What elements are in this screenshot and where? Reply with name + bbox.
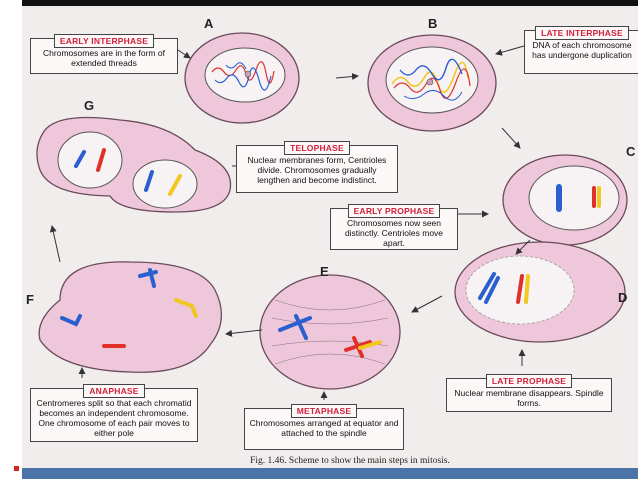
cell-a-early-interphase <box>184 32 300 124</box>
slide-marker <box>14 466 19 471</box>
top-border <box>0 0 638 6</box>
label-telophase-text: Nuclear membranes form, Centrioles divid… <box>247 155 387 185</box>
figure-caption: Fig. 1.46. Scheme to show the main steps… <box>250 456 450 466</box>
label-telophase-title: TELOPHASE <box>284 141 350 155</box>
cell-f-anaphase <box>38 261 222 373</box>
cell-c-early-prophase <box>502 154 628 246</box>
label-early-interphase-text: Chromosomes are in the form of extended … <box>43 48 165 68</box>
stage-letter-d: D <box>618 290 628 305</box>
label-late-prophase-text: Nuclear membrane disappears. Spindle for… <box>454 388 604 408</box>
label-anaphase: ANAPHASE Centromeres split so that each … <box>30 384 198 442</box>
cell-g-telophase <box>36 116 232 213</box>
label-early-prophase-text: Chromosomes now seen distinctly. Centrio… <box>344 218 444 248</box>
left-margin <box>0 0 22 479</box>
label-metaphase-text: Chromosomes arranged at equator and atta… <box>249 418 399 438</box>
stage-letter-e: E <box>320 264 329 279</box>
label-metaphase: METAPHASE Chromosomes arranged at equato… <box>244 404 404 450</box>
label-late-interphase: LATE INTERPHASE DNA of each chromosome h… <box>524 26 638 74</box>
stage-letter-a: A <box>204 16 214 31</box>
label-telophase: TELOPHASE Nuclear membranes form, Centri… <box>236 141 398 193</box>
stage-arrows <box>49 45 531 400</box>
label-late-prophase-title: LATE PROPHASE <box>485 374 573 388</box>
label-late-interphase-text: DNA of each chromosome has undergone dup… <box>532 40 632 60</box>
stage-letter-b: B <box>428 16 438 31</box>
cell-b-late-interphase <box>367 34 497 132</box>
stage-letter-c: C <box>626 144 636 159</box>
cell-e-metaphase <box>259 274 401 390</box>
label-late-interphase-title: LATE INTERPHASE <box>535 26 629 40</box>
stage-letter-f: F <box>26 292 34 307</box>
cell-d-late-prophase <box>454 241 626 343</box>
label-early-interphase: EARLY INTERPHASE Chromosomes are in the … <box>30 34 178 74</box>
label-late-prophase: LATE PROPHASE Nuclear membrane disappear… <box>446 374 612 412</box>
stage-letter-g: G <box>84 98 95 113</box>
label-anaphase-title: ANAPHASE <box>83 384 145 398</box>
label-anaphase-text: Centromeres split so that each chromatid… <box>36 398 192 438</box>
bottom-bar <box>22 468 638 479</box>
label-metaphase-title: METAPHASE <box>290 404 358 418</box>
label-early-interphase-title: EARLY INTERPHASE <box>53 34 155 48</box>
label-early-prophase: EARLY PROPHASE Chromosomes now seen dist… <box>330 204 458 250</box>
label-early-prophase-title: EARLY PROPHASE <box>347 204 441 218</box>
